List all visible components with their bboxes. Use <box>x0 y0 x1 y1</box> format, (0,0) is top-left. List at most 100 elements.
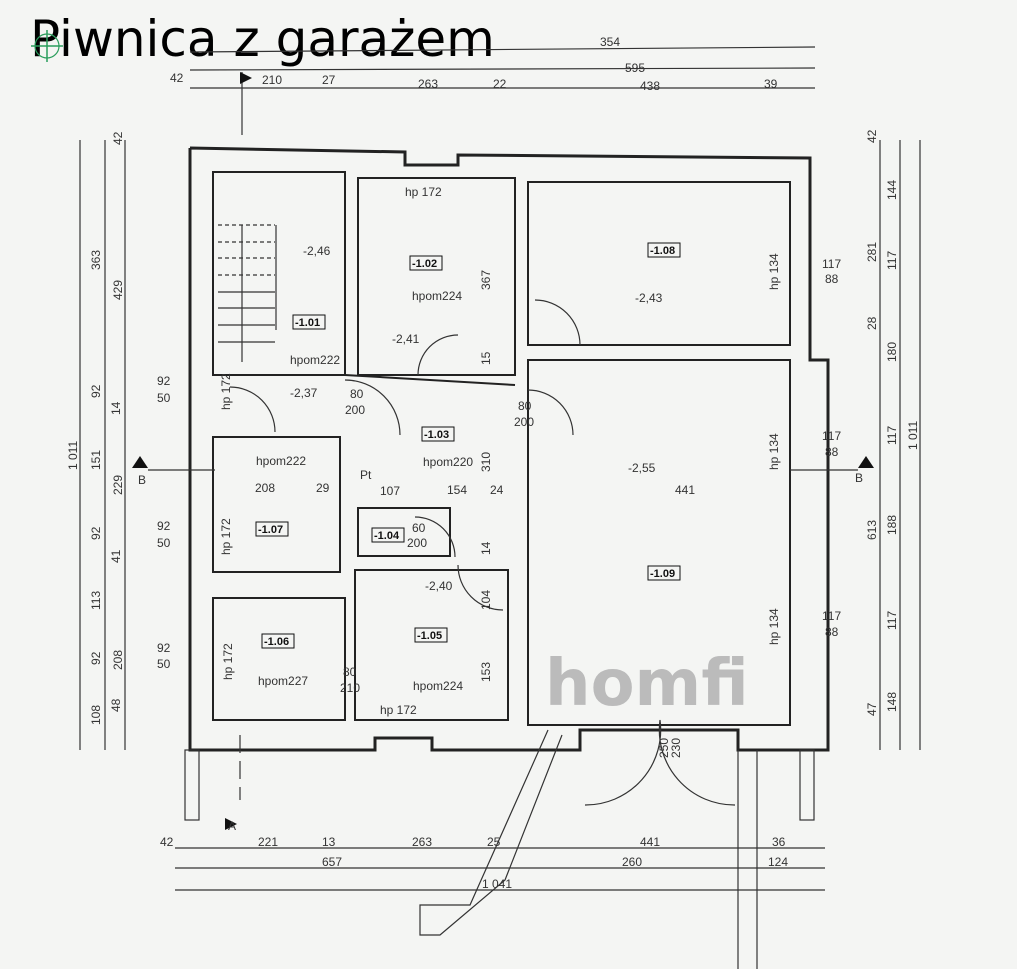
window-size: 92 <box>157 374 171 388</box>
dim-left: 229 <box>111 475 125 495</box>
dim-bottom: 260 <box>622 855 642 869</box>
window-size: 88 <box>825 272 839 286</box>
svg-text:hpom224: hpom224 <box>413 679 463 693</box>
room-1-05: -1.05 hpom224 -2,40 <box>413 579 463 693</box>
dim-bottom: 221 <box>258 835 278 849</box>
dim-right: 148 <box>885 692 899 712</box>
dim-bottom: 263 <box>412 835 432 849</box>
dim: 107 <box>380 484 400 498</box>
dim: 441 <box>675 483 695 497</box>
dim-top-595: 595 <box>625 61 645 75</box>
dim-right: 117 <box>885 611 899 630</box>
dim-right: 281 <box>865 242 879 262</box>
dim-bottom: 124 <box>768 855 788 869</box>
svg-text:-1.03: -1.03 <box>424 429 449 441</box>
dimension-lines-left <box>79 140 126 750</box>
dim-right: 47 <box>865 702 879 716</box>
dim-bottom: 657 <box>322 855 342 869</box>
room-1-09: -1.09 -2,55 <box>628 461 681 581</box>
svg-text:-1.04: -1.04 <box>374 530 400 542</box>
svg-text:-2,41: -2,41 <box>392 332 420 346</box>
dim-right: 1 011 <box>906 421 920 450</box>
dim-left: 41 <box>109 549 123 563</box>
svg-text:hpom222: hpom222 <box>256 454 306 468</box>
dim-left: 429 <box>111 280 125 300</box>
svg-text:-2,37: -2,37 <box>290 386 318 400</box>
dim-top: 42 <box>170 71 184 85</box>
window-height: hp 172 <box>405 185 442 199</box>
dim-left: 363 <box>89 250 103 270</box>
gate-size: 250 <box>657 738 671 758</box>
dim-right: 42 <box>865 129 879 143</box>
dim: 153 <box>479 662 493 682</box>
window-size: 88 <box>825 625 839 639</box>
room-1-02: -1.02 hpom224 -2,41 <box>392 255 462 346</box>
svg-text:-1.08: -1.08 <box>650 245 675 257</box>
dimension-lines-right <box>879 140 921 750</box>
dim: 367 <box>479 270 493 290</box>
dim-left: 42 <box>111 131 125 145</box>
section-arrow-b <box>132 456 148 468</box>
watermark-logo: homfi <box>545 647 749 721</box>
dim-top: 22 <box>493 77 507 91</box>
dim: Pt <box>360 468 372 482</box>
svg-text:-1.06: -1.06 <box>264 636 289 648</box>
window-height: hp 134 <box>767 433 781 470</box>
walls <box>184 146 830 969</box>
room-1-04: -1.04 <box>371 527 405 543</box>
window-height: hp 172 <box>380 703 417 717</box>
dim-left: 92 <box>89 526 103 540</box>
svg-text:hpom224: hpom224 <box>412 289 462 303</box>
door-size: 80 <box>343 665 357 679</box>
svg-text:-1.02: -1.02 <box>412 258 437 270</box>
window-height: hp 172 <box>221 643 235 680</box>
dim-left: 108 <box>89 705 103 725</box>
dim-bottom: 13 <box>322 835 336 849</box>
dim: 104 <box>479 590 493 610</box>
svg-text:-1.01: -1.01 <box>295 317 320 329</box>
window-height: hp 172 <box>219 373 233 410</box>
window-size: 117 <box>822 429 841 443</box>
svg-text:hpom220: hpom220 <box>423 455 473 469</box>
room-1-07: -1.07 hpom222 <box>255 454 306 537</box>
svg-text:-2,46: -2,46 <box>303 244 331 258</box>
dim-right: 180 <box>885 342 899 362</box>
svg-text:-1.05: -1.05 <box>417 630 442 642</box>
window-size: 50 <box>157 657 171 671</box>
window-size: 50 <box>157 536 171 550</box>
gate-size: 230 <box>669 738 683 758</box>
dim-top: 263 <box>418 77 438 91</box>
dim-bottom: 36 <box>772 835 786 849</box>
dim: 154 <box>447 483 467 497</box>
compass-icon <box>31 30 63 62</box>
dim-top: 39 <box>764 77 778 91</box>
dim-left: 208 <box>111 650 125 670</box>
page-title: Piwnica z garażem <box>30 10 495 68</box>
dim: 15 <box>479 351 493 365</box>
section-label-b: B <box>855 471 863 485</box>
dim-left: 92 <box>89 651 103 665</box>
window-height: hp 134 <box>767 608 781 645</box>
dim-left: 1 011 <box>66 441 80 470</box>
dim-left: 92 <box>89 384 103 398</box>
svg-text:-2,43: -2,43 <box>635 291 663 305</box>
door-size: 60 <box>412 521 426 535</box>
dim-bottom: 1 041 <box>482 877 512 891</box>
stairs <box>218 224 277 362</box>
dim-right: 117 <box>885 251 899 270</box>
section-arrow-a <box>240 72 252 84</box>
dim-bottom: 42 <box>160 835 174 849</box>
door-size: 80 <box>518 399 532 413</box>
dim-right: 613 <box>865 520 879 540</box>
dim: 24 <box>490 483 504 497</box>
dim: 14 <box>479 541 493 555</box>
dim-top: 438 <box>640 79 660 93</box>
dim-right: 117 <box>885 426 899 445</box>
svg-text:-1.07: -1.07 <box>258 524 283 536</box>
dim-bottom: 25 <box>487 835 501 849</box>
room-1-06: -1.06 hpom227 <box>258 633 308 688</box>
svg-text:-2,40: -2,40 <box>425 579 453 593</box>
dimension-lines-top <box>189 46 816 135</box>
room-1-08: -1.08 -2,43 <box>635 242 681 305</box>
